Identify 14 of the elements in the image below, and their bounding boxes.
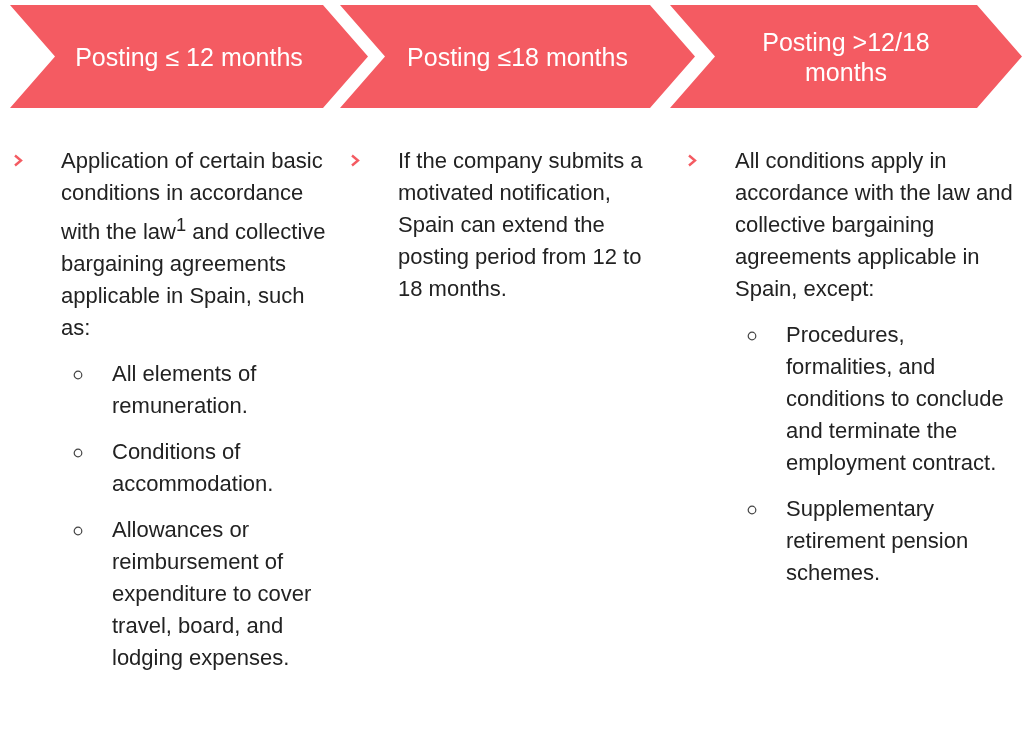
step-title: Posting ≤18 months [406,41,629,72]
sub-bullet-text: All elements of remuneration. [112,360,258,421]
sub-bullet-text: Supplementary retirement pension schemes. [786,495,970,587]
sub-bullet-text: Conditions of accommodation. [112,438,275,499]
step-title: Posting ≤ 12 months [74,41,304,72]
bullet-text: Application of certain basic conditions in accordance with the law$^{1}$ and collective bargaining agreements applicable in Spain, such as: [61,147,326,343]
chevron-step [670,5,1022,108]
chevron-step [340,5,695,108]
chevron-step [10,5,368,108]
sub-bullet-text: Procedures, formalities, and conditions to conclude and terminate the employment contract. [786,321,1005,477]
sub-bullet-text: Allowances or reimbursement of expenditure to cover travel, board, and lodging expenses. [112,516,313,673]
bullet-text: If the company submits a motivated notification, Spain can extend the posting period from 12 to 18 months. [398,147,644,303]
step-title: Posting >12/18 months [761,26,931,87]
bullet-text: All conditions apply in accordance with the law and collective bargaining agreements applicable in Spain, except: [735,147,1014,303]
